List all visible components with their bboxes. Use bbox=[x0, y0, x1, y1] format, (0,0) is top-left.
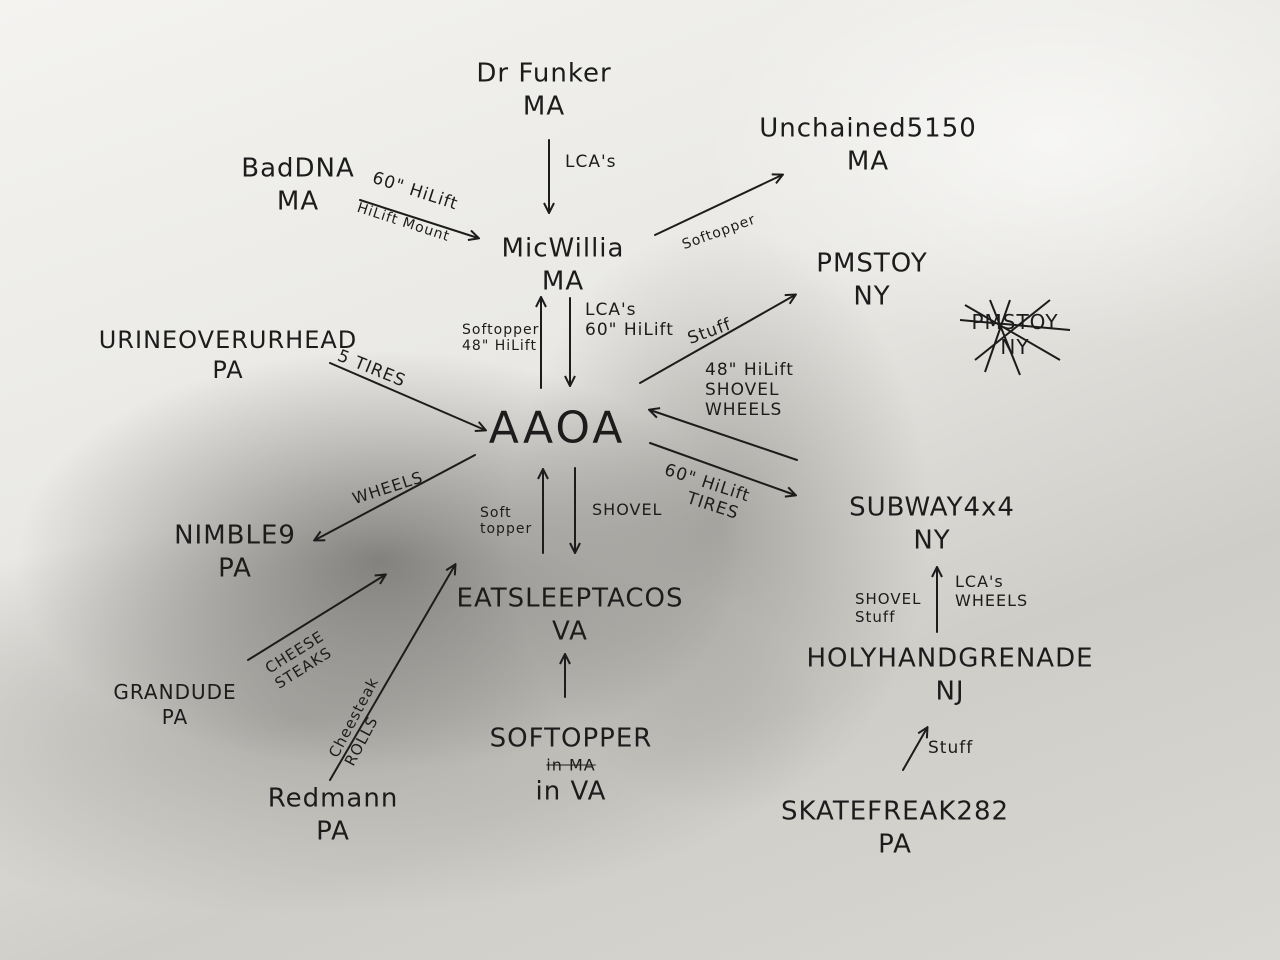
node-holyhand-name: HOLYHANDGRENADE bbox=[806, 643, 1094, 674]
node-nimble9-state: PA bbox=[218, 553, 252, 583]
arrow-aaoa-subway bbox=[649, 442, 795, 495]
label-soft-up-1: Soft bbox=[480, 505, 512, 521]
node-eatsleep-name: EATSLEEPTACOS bbox=[456, 583, 684, 614]
node-drfunker: Dr Funker MA bbox=[476, 58, 611, 123]
label-soft-up: Soft topper bbox=[480, 505, 532, 537]
label-mic-left-1: Softopper bbox=[462, 322, 540, 338]
label-mic-right-2: 60" HiLift bbox=[585, 320, 674, 340]
node-nimble9: NIMBLE9 PA bbox=[174, 520, 296, 585]
node-skatefreak: SKATEFREAK282 PA bbox=[781, 796, 1009, 861]
node-grandude-state: PA bbox=[161, 705, 189, 729]
label-sub-a: 48" HiLift SHOVEL WHEELS bbox=[705, 360, 794, 420]
arrow-aaoa-pmstoy bbox=[639, 295, 795, 384]
label-sub-a-2: SHOVEL bbox=[705, 380, 780, 400]
node-pmstoy-state: NY bbox=[853, 281, 891, 311]
node-pmstoy-crossed-state: NY bbox=[1000, 335, 1030, 359]
node-micwillia-name: MicWillia bbox=[501, 233, 625, 264]
node-nimble9-name: NIMBLE9 bbox=[174, 520, 296, 551]
label-holy-left: SHOVEL Stuff bbox=[855, 590, 921, 626]
node-grandude-name: GRANDUDE bbox=[113, 680, 237, 704]
label-mic-right-1: LCA's bbox=[585, 300, 637, 320]
node-pmstoy-name: PMSTOY bbox=[816, 248, 928, 279]
node-skatefreak-name: SKATEFREAK282 bbox=[780, 796, 1010, 827]
node-unchained-name: Unchained5150 bbox=[759, 113, 977, 144]
cross-out-scribble bbox=[959, 299, 1071, 376]
node-urine: URINEOVERURHEAD PA bbox=[99, 325, 358, 385]
node-subway: SUBWAY4x4 NY bbox=[849, 492, 1015, 557]
node-baddna-name: BadDNA bbox=[241, 153, 355, 184]
arrow-micwillia-unchained bbox=[654, 175, 782, 236]
node-softopper-state: in VA bbox=[535, 776, 607, 806]
arrow-redmann-nimble9 bbox=[329, 565, 455, 781]
node-micwillia: MicWillia MA bbox=[502, 233, 625, 298]
node-subway-state: NY bbox=[913, 525, 951, 555]
node-unchained-state: MA bbox=[846, 146, 890, 176]
node-pmstoy: PMSTOY NY bbox=[816, 248, 927, 313]
node-micwillia-state: MA bbox=[541, 266, 585, 296]
arrow-baddna-micwillia bbox=[359, 199, 478, 238]
label-soft-up-2: topper bbox=[480, 521, 533, 537]
node-softopper-name: SOFTOPPER bbox=[489, 723, 653, 754]
arrow-grandude-nimble9 bbox=[247, 575, 385, 661]
node-urine-state: PA bbox=[212, 356, 244, 384]
label-holy-right: LCA's WHEELS bbox=[955, 572, 1028, 610]
node-baddna: BadDNA MA bbox=[241, 153, 355, 218]
label-lcas-top: LCA's bbox=[565, 152, 617, 172]
label-mic-left-2: 48" HiLift bbox=[462, 338, 537, 354]
node-redmann: Redmann PA bbox=[268, 783, 399, 848]
node-softopper-struck: in MA bbox=[546, 755, 596, 774]
node-redmann-name: Redmann bbox=[267, 783, 399, 814]
node-softopper: SOFTOPPER in MA in VA bbox=[490, 723, 653, 808]
node-baddna-state: MA bbox=[276, 186, 320, 216]
node-eatsleep: EATSLEEPTACOS VA bbox=[457, 583, 684, 648]
node-aaoa-name: AAOA bbox=[488, 402, 626, 454]
arrow-subway-aaoa bbox=[650, 410, 798, 461]
arrow-urine-aaoa bbox=[329, 362, 485, 430]
node-holyhand-state: NJ bbox=[935, 676, 965, 706]
node-eatsleep-state: VA bbox=[552, 616, 588, 646]
node-urine-name: URINEOVERURHEAD bbox=[98, 326, 358, 354]
label-holy-left-2: Stuff bbox=[855, 608, 896, 626]
label-holy-right-2: WHEELS bbox=[955, 591, 1029, 610]
node-skatefreak-state: PA bbox=[878, 829, 912, 859]
label-mic-right: LCA's 60" HiLift bbox=[585, 300, 674, 340]
node-grandude: GRANDUDE PA bbox=[113, 680, 236, 730]
node-redmann-state: PA bbox=[316, 816, 350, 846]
node-subway-name: SUBWAY4x4 bbox=[849, 492, 1015, 523]
node-unchained: Unchained5150 MA bbox=[759, 113, 977, 178]
node-drfunker-state: MA bbox=[522, 91, 566, 121]
node-drfunker-name: Dr Funker bbox=[476, 58, 612, 89]
label-shovel-down: SHOVEL bbox=[592, 500, 663, 519]
label-mic-left: Softopper 48" HiLift bbox=[462, 322, 539, 354]
label-holy-right-1: LCA's bbox=[955, 572, 1004, 591]
node-aaoa-center: AAOA bbox=[489, 401, 626, 456]
node-holyhand: HOLYHANDGRENADE NJ bbox=[806, 643, 1093, 708]
arrow-aaoa-nimble9 bbox=[315, 454, 476, 540]
arrow-skatefreak-holyhand bbox=[902, 728, 927, 771]
node-pmstoy-crossed: PMSTOY NY bbox=[971, 310, 1058, 360]
label-holy-left-1: SHOVEL bbox=[855, 590, 922, 608]
label-skate-stuff: Stuff bbox=[928, 738, 974, 758]
node-pmstoy-crossed-name: PMSTOY bbox=[971, 310, 1059, 334]
label-sub-a-1: 48" HiLift bbox=[705, 360, 794, 380]
label-sub-a-3: WHEELS bbox=[705, 400, 783, 420]
